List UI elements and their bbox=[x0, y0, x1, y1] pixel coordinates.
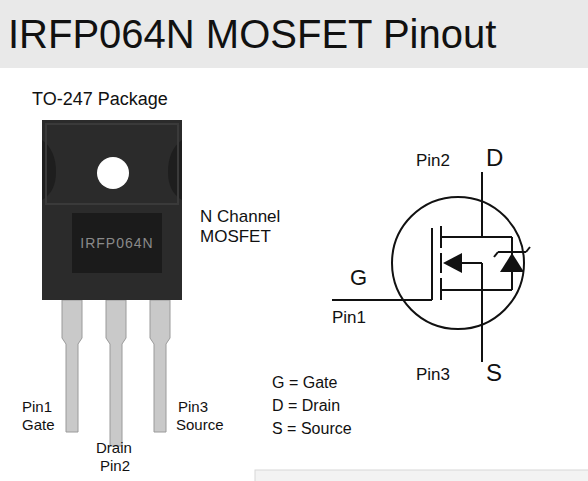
device-type: N Channel MOSFET bbox=[200, 207, 310, 248]
pin-legend: D = Drain bbox=[272, 397, 340, 415]
pin-number: Pin3 bbox=[178, 399, 208, 416]
pin-number: Pin2 bbox=[416, 152, 450, 171]
terminal-letter: D bbox=[486, 145, 503, 171]
pin-legend: S = Source bbox=[272, 420, 352, 438]
mosfet-symbol bbox=[332, 172, 530, 362]
body-notch bbox=[42, 140, 56, 200]
body-edge bbox=[46, 124, 178, 204]
terminal-letter: G bbox=[350, 266, 367, 290]
channel-arrow bbox=[443, 253, 462, 273]
pin-legend: G = Gate bbox=[272, 374, 337, 392]
part-marking: IRFP064N bbox=[80, 235, 153, 251]
pin-number: Pin2 bbox=[100, 458, 130, 475]
pin-name: Gate bbox=[22, 417, 55, 434]
cut-off-panel bbox=[255, 470, 588, 481]
chip-label: IRFP064N bbox=[72, 213, 162, 273]
pin-name: Drain bbox=[96, 440, 132, 457]
pin-name: Source bbox=[176, 417, 224, 434]
terminal-letter: S bbox=[486, 360, 502, 386]
body-notch bbox=[168, 140, 182, 200]
title-band bbox=[0, 0, 588, 68]
pin-number: Pin1 bbox=[332, 309, 366, 328]
package-body bbox=[42, 120, 182, 300]
page-title: IRFP064N MOSFET Pinout bbox=[8, 12, 496, 56]
package-legs bbox=[62, 300, 170, 446]
mounting-hole bbox=[97, 157, 129, 189]
body-diode bbox=[500, 253, 524, 272]
pin-number: Pin1 bbox=[22, 399, 52, 416]
package-name: TO-247 Package bbox=[32, 90, 168, 110]
pin-number: Pin3 bbox=[416, 366, 450, 385]
